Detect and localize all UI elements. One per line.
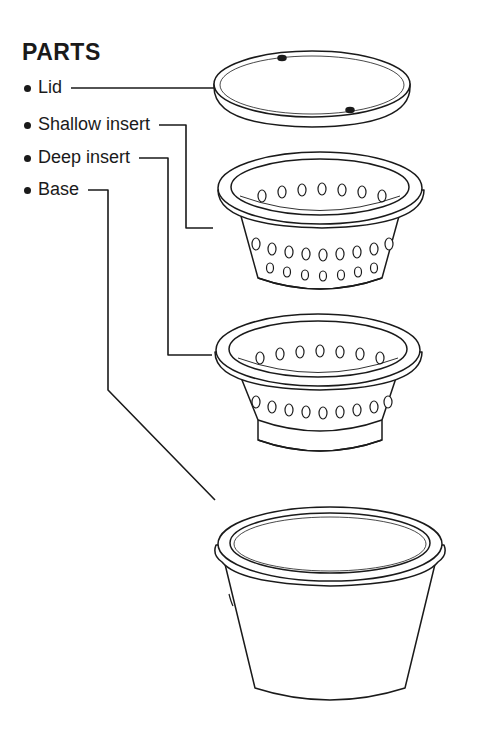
bullet-dot [24, 85, 31, 92]
part-name: Lid [36, 78, 64, 98]
bullet-dot [24, 187, 31, 194]
part-name: Shallow insert [36, 115, 152, 135]
bullet-dot [24, 122, 31, 129]
leader-line [139, 158, 212, 355]
lid-drawing [214, 51, 410, 127]
base-drawing [215, 507, 445, 700]
leader-line [159, 125, 213, 228]
shallow-insert-drawing [218, 152, 424, 289]
part-name: Deep insert [36, 148, 132, 168]
deep-insert-drawing [215, 314, 422, 451]
part-name: Base [36, 180, 81, 200]
leader-line [71, 87, 215, 89]
diagram-title: PARTS [22, 40, 101, 65]
leader-line [88, 190, 215, 500]
bullet-dot [24, 155, 31, 162]
